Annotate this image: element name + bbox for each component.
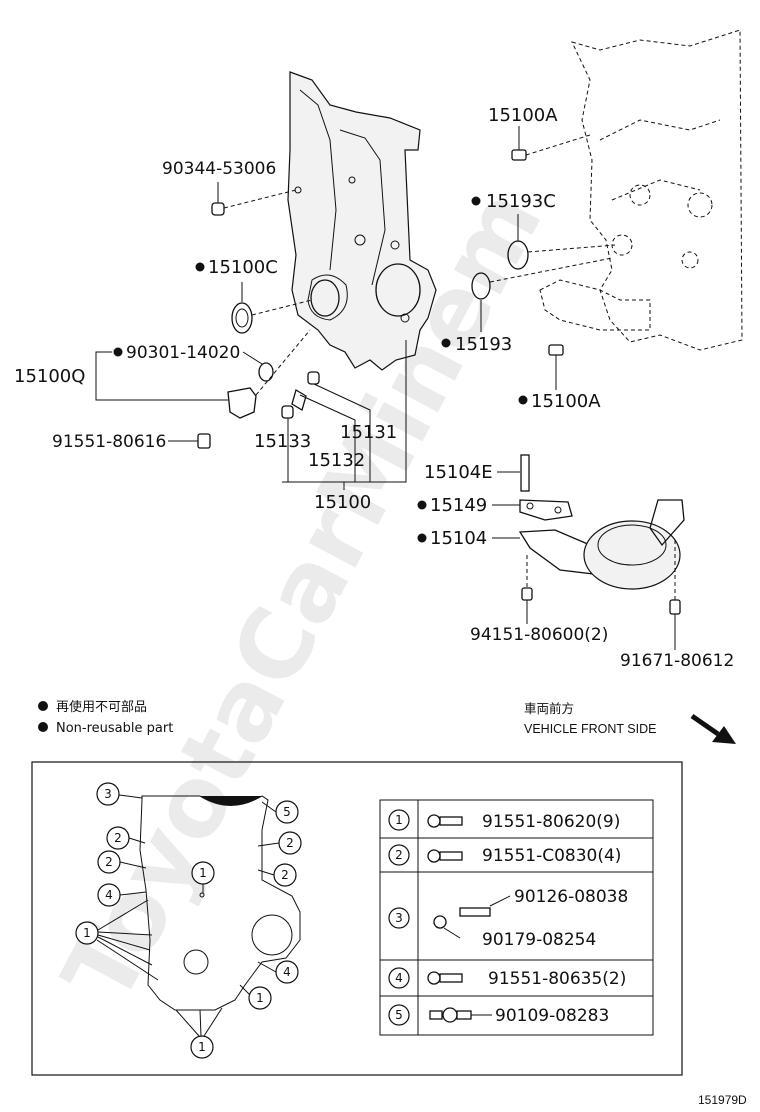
svg-text:2: 2 [105,855,113,869]
callout-15104: 15104 [430,528,487,549]
svg-text:1: 1 [256,991,264,1005]
bolt-callouts: 3 5 2 2 2 2 1 4 1 4 1 [75,782,302,1059]
svg-text:2: 2 [395,848,403,862]
bolt-icon [427,971,463,985]
plug-90344 [211,189,297,216]
callout-94151-80600: 94151-80600(2) [470,625,608,645]
diagram-code: 151979D [698,1093,747,1107]
callout-15193: 15193 [455,334,512,355]
legend-english: Non-reusable part [56,721,173,736]
callout-15193c: 15193C [486,191,556,212]
svg-text:3: 3 [104,787,112,801]
engine-block [539,29,743,351]
front-label-english: VEHICLE FRONT SIDE [524,722,656,736]
callout-15149: 15149 [430,495,487,516]
svg-text:1: 1 [199,866,207,880]
svg-text:4: 4 [283,965,291,979]
bolt-part-number: 90179-08254 [482,930,596,950]
legend-dot [38,722,48,732]
callout-15104e: 15104E [424,462,493,483]
non-reusable-dot [417,500,427,510]
bolt-table-row: 2 91551-C0830(4) [388,844,621,866]
callout-15100c: 15100C [208,257,278,278]
bolt-table: 1 91551-80620(9) 2 91551-C0830(4) 3 [379,799,654,1036]
plug-15100a-bottom [548,344,564,356]
oil-seal-15100c [231,299,313,334]
callout-15100q: 15100Q [14,366,85,387]
non-reusable-dot [113,347,123,357]
oil-strainer [518,454,685,615]
callout-15100: 15100 [314,492,371,513]
non-reusable-dot [441,338,451,348]
bolt-table-row: 5 90109-08283 [388,1004,609,1026]
legend-japanese: 再使用不可部品 [56,699,147,715]
svg-text:1: 1 [83,926,91,940]
callout-15100a-bottom: 15100A [531,391,601,412]
callout-15132: 15132 [308,450,365,471]
plug-15100a-top [511,134,591,161]
svg-text:5: 5 [395,1008,403,1022]
nut-icon [433,915,447,929]
callout-91671-80612: 91671-80612 [620,651,734,671]
svg-text:3: 3 [395,911,403,925]
bolt-part-number: 90109-08283 [495,1006,609,1026]
svg-text:2: 2 [281,868,289,882]
svg-text:4: 4 [395,971,403,985]
stud-bolt-icon [429,1007,472,1023]
svg-text:5: 5 [283,805,291,819]
o-ring-15193 [471,257,613,300]
callout-90344-53006: 90344-53006 [162,159,276,179]
bolt-part-number: 91551-80620(9) [482,812,620,832]
non-reusable-dot [417,533,427,543]
svg-text:1: 1 [395,813,403,827]
front-arrow-icon [690,713,736,744]
svg-text:2: 2 [114,831,122,845]
bolt-table-row: 1 91551-80620(9) [388,809,620,832]
bolt-part-number: 91551-C0830(4) [482,846,621,866]
non-reusable-dot [518,395,528,405]
bolt-icon [427,849,463,863]
cover-outline [139,795,301,1011]
bolt-layout-box [31,761,683,1076]
callout-15133: 15133 [254,431,311,452]
timing-chain-cover [287,71,437,371]
bolt-part-number: 91551-80635(2) [488,969,626,989]
o-ring-90301 [258,362,274,382]
svg-text:1: 1 [198,1040,206,1054]
stud-icon [459,907,491,917]
callout-91551-80616: 91551-80616 [52,432,166,452]
oil-control-valve [227,329,311,419]
callout-90301-14020: 90301-14020 [126,343,240,363]
non-reusable-dot [195,262,205,272]
bolt-table-row: 4 91551-80635(2) [388,967,626,989]
non-reusable-dot [471,196,481,206]
callout-15100a-top: 15100A [488,105,558,126]
bolt-91551-80616 [197,433,211,449]
bolt-part-number: 90126-08038 [514,887,628,907]
bolt-table-row: 3 90126-08038 90179-08254 [388,887,628,950]
legend-dot [38,701,48,711]
svg-text:2: 2 [286,836,294,850]
bolt-icon [427,814,463,828]
callout-15131: 15131 [340,422,397,443]
front-label-japanese: 車両前方 [524,701,574,716]
svg-text:4: 4 [105,888,113,902]
